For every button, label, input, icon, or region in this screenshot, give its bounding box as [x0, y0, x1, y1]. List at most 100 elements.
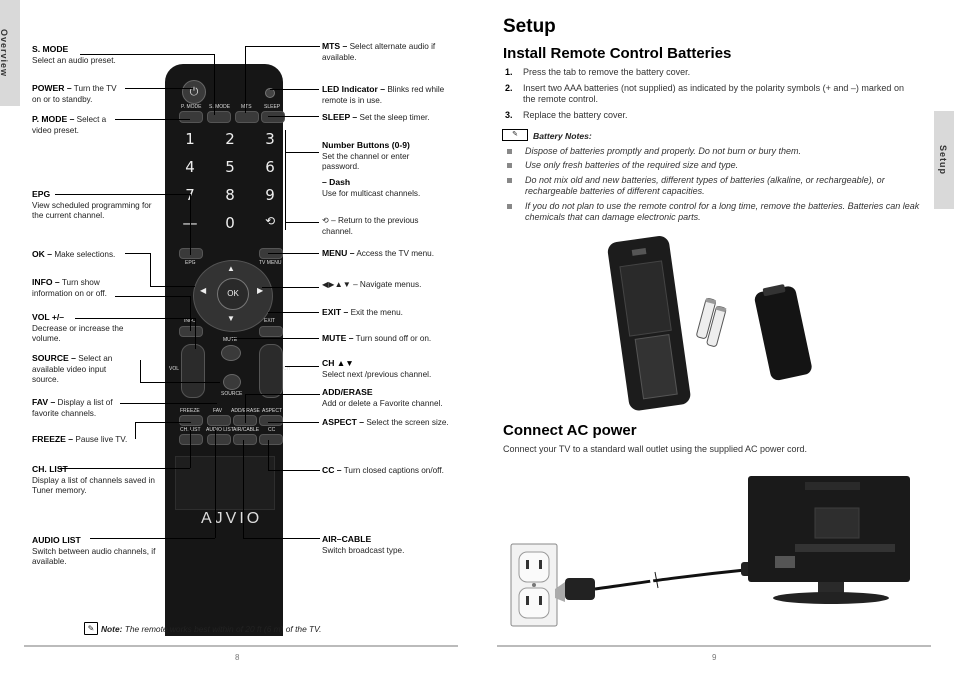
leader-return	[285, 222, 319, 223]
air-cable-button[interactable]	[233, 434, 257, 445]
p-mode-button[interactable]	[179, 111, 203, 123]
callout-mts: MTS – Select alternate audio if availabl…	[322, 41, 436, 62]
epg-button[interactable]	[179, 248, 203, 259]
battery-notes-icon: ✎	[502, 129, 528, 141]
overview-side-tab[interactable]: Overview	[0, 0, 20, 106]
freeze-button[interactable]	[179, 415, 203, 426]
aspect-label: ASPECT	[262, 408, 283, 414]
leader-nav	[262, 287, 319, 288]
leader-led	[270, 89, 319, 90]
exit-button[interactable]	[259, 326, 283, 337]
led-indicator	[265, 88, 275, 98]
callout-source: SOURCE – Select an available video input…	[32, 353, 113, 384]
digit-7[interactable]: 7	[185, 186, 195, 204]
leader-mts	[245, 46, 320, 113]
battery-illustration	[607, 236, 812, 411]
battery-note-2: Use only fresh batteries of the required…	[507, 160, 917, 172]
ch-label: CH	[283, 366, 291, 372]
fav-button[interactable]	[207, 415, 231, 426]
callout-ch: CH ▲▼Select next /previous channel.	[322, 358, 432, 379]
page-title: Setup	[503, 16, 556, 37]
battery-notes-label: Battery Notes:	[533, 131, 592, 141]
leader-audio-list	[90, 538, 215, 539]
digit-9[interactable]: 9	[265, 186, 275, 204]
audio-list-button[interactable]	[207, 434, 231, 445]
callout-freeze: FREEZE – Pause live TV.	[32, 434, 128, 444]
battery-note-4: If you do not plan to use the remote con…	[507, 201, 919, 225]
source-button[interactable]	[223, 374, 241, 390]
leader-info	[115, 296, 191, 331]
up-arrow-icon[interactable]: ▲	[227, 264, 235, 273]
vol-rocker[interactable]	[181, 344, 205, 398]
remote-control: ⏻ P. MODE S. MODE MTS SLEEP 1 2 3 4 5 6 …	[165, 64, 290, 636]
leader-numbers	[285, 152, 319, 153]
ch-rocker[interactable]	[259, 344, 283, 398]
digit-2[interactable]: 2	[225, 130, 235, 148]
digit-5[interactable]: 5	[225, 158, 235, 176]
setup-side-tab[interactable]: Setup	[934, 111, 954, 209]
leader-source-h	[140, 382, 220, 383]
info-button[interactable]	[179, 326, 203, 337]
batteries-heading: Install Remote Control Batteries	[503, 45, 732, 62]
epg-label: EPG	[185, 260, 196, 266]
digit-0[interactable]: 0	[225, 214, 235, 232]
leader-audio-list-v	[215, 430, 216, 538]
ac-heading: Connect AC power	[503, 422, 637, 439]
leader-sleep	[268, 116, 319, 117]
ok-button[interactable]: OK	[217, 278, 249, 310]
s-mode-label: S. MODE	[209, 104, 231, 110]
ch-list-button[interactable]	[179, 434, 203, 445]
digit-1[interactable]: 1	[185, 130, 195, 148]
aspect-button[interactable]	[259, 415, 283, 426]
mute-label: MUTE	[223, 337, 238, 343]
leader-freeze	[135, 422, 191, 439]
overview-tab-label: Overview	[0, 28, 10, 78]
leader-cc	[268, 440, 320, 471]
cc-button[interactable]	[259, 434, 283, 445]
return-button[interactable]: ⟲	[264, 214, 276, 228]
freeze-label: FREEZE	[180, 408, 200, 414]
step-1: 1.Press the tab to remove the battery co…	[505, 67, 691, 77]
leader-s-mode	[80, 54, 215, 115]
callout-aspect: ASPECT – Select the screen size.	[322, 417, 449, 427]
leader-exit	[268, 312, 319, 313]
leader-numbers-v	[285, 130, 286, 230]
callout-return: ⟲ – Return to the previous channel.	[322, 216, 419, 236]
callout-mute: MUTE – Turn sound off or on.	[322, 333, 432, 343]
vol-label: VOL	[169, 366, 180, 372]
page-number-left: 8	[235, 653, 240, 662]
power-button[interactable]: ⏻	[182, 80, 206, 104]
fav-label: FAV	[213, 408, 223, 414]
battery-note-3: Do not mix old and new batteries, differ…	[507, 175, 917, 199]
mts-button[interactable]	[235, 111, 259, 123]
cc-label: CC	[268, 427, 276, 433]
note-text: Note: The remote works best within of 20…	[101, 624, 322, 634]
callout-number-buttons: Number Buttons (0-9)Set the channel or e…	[322, 140, 410, 171]
leader-ch-list-v	[190, 430, 191, 468]
leader-ok	[125, 253, 151, 287]
note-icon: ✎	[84, 622, 98, 635]
down-arrow-icon[interactable]: ▼	[227, 314, 235, 323]
digit-8[interactable]: 8	[225, 186, 235, 204]
leader-epg	[55, 194, 191, 255]
s-mode-button[interactable]	[207, 111, 231, 123]
digit-6[interactable]: 6	[265, 158, 275, 176]
mute-button[interactable]	[221, 345, 241, 361]
leader-fav	[120, 403, 217, 404]
digit-4[interactable]: 4	[185, 158, 195, 176]
callout-fav: FAV – Display a list of favorite channel…	[32, 397, 113, 418]
sleep-button[interactable]	[261, 111, 285, 123]
left-arrow-icon[interactable]: ◀	[200, 286, 207, 295]
digit-3[interactable]: 3	[265, 130, 275, 148]
footer-line-left	[24, 645, 458, 647]
callout-power: POWER – Turn the TV on or to standby.	[32, 83, 117, 104]
callout-info: INFO – Turn show information on or off.	[32, 277, 107, 298]
right-arrow-icon[interactable]: ▶	[257, 286, 264, 295]
leader-ch	[285, 366, 319, 367]
